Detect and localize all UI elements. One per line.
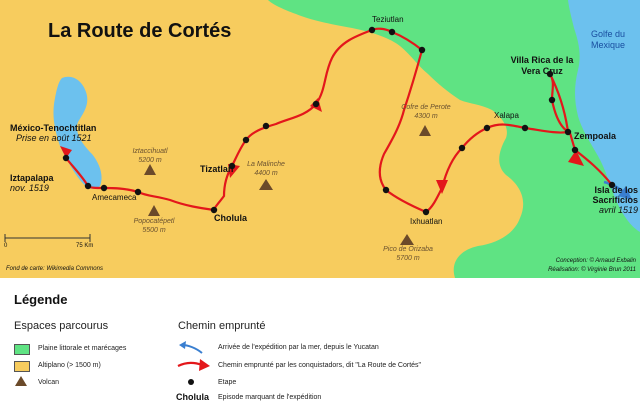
legend-arrival-arrow-icon xyxy=(179,341,203,354)
label-popocatepetl-alt: 5500 m xyxy=(142,227,166,234)
label-perote: Cofre de Perote xyxy=(401,104,451,111)
label-orizaba: Pico de Orizaba xyxy=(383,246,433,253)
sea-area xyxy=(568,0,640,232)
stage-dot xyxy=(458,144,466,152)
label-popocatepetl: Popocatépetl xyxy=(133,218,175,225)
scale-label-end: 75 Km xyxy=(76,243,94,249)
label-villa-rica: Villa Rica de la xyxy=(510,55,574,65)
stage-dot xyxy=(483,124,491,132)
stage-dot xyxy=(422,208,430,216)
label-cholula: Cholula xyxy=(214,213,247,223)
legend: Légende Espaces parcourus Plaine littora… xyxy=(0,282,640,413)
stage-dot xyxy=(210,206,218,214)
route-arrow-head-5 xyxy=(60,146,72,158)
realisation-credit: Réalisation: © Virginie Brun 2011 xyxy=(548,267,636,273)
label-villa-rica-2: Vera Cruz xyxy=(521,66,563,76)
stage-dot xyxy=(228,162,236,170)
label-iztapalapa-note: nov. 1519 xyxy=(10,183,49,193)
legend-stage-dot xyxy=(188,379,194,385)
stage-dot xyxy=(242,136,250,144)
stage-dot xyxy=(521,124,529,132)
stage-dot xyxy=(262,122,270,130)
stage-dot xyxy=(548,96,556,104)
arrival-arrow-head xyxy=(618,186,632,200)
route-map xyxy=(0,0,640,278)
volcano-popocatepetl xyxy=(148,205,160,216)
legend-key-example: Cholula xyxy=(176,392,209,402)
label-perote-alt: 4300 m xyxy=(414,113,438,120)
stage-dot xyxy=(368,26,376,34)
stage-dot xyxy=(382,186,390,194)
label-tenochtitlan: México-Tenochtitlan xyxy=(10,123,97,133)
basemap-credit: Fond de carte: Wikimedia Commons xyxy=(6,266,103,272)
label-sea-1: Golfe du xyxy=(590,29,626,39)
stage-dot xyxy=(312,100,320,108)
label-malinche: La Malinche xyxy=(247,161,285,168)
route-arrow-head-2 xyxy=(436,180,448,194)
legend-item-key: Episode marquant de l'expédition xyxy=(218,394,322,401)
stage-dot xyxy=(84,182,92,190)
label-xalapa: Xalapa xyxy=(494,111,519,120)
label-iztaccihuatl-alt: 5200 m xyxy=(138,157,162,164)
label-iztaccihuatl: Iztaccihuatl xyxy=(132,148,168,155)
label-iztapalapa: Iztapalapa xyxy=(10,173,54,183)
label-sacrificios-2: Sacrificios xyxy=(592,195,638,205)
map-panel: La Route de Cortés México-Tenochtitlan P… xyxy=(0,0,640,278)
legend-item-volcano: Volcan xyxy=(38,379,60,386)
legend-item-altiplano: Altiplano (> 1500 m) xyxy=(38,362,101,369)
legend-volcano-icon xyxy=(15,376,27,386)
label-malinche-alt: 4400 m xyxy=(254,170,278,177)
stage-dot xyxy=(62,154,70,162)
label-teziutlan: Teziutlan xyxy=(372,15,404,24)
legend-item-coastal: Plaine littorale et marécages xyxy=(38,345,127,352)
stage-dot xyxy=(134,188,142,196)
label-sea-2: Mexique xyxy=(590,40,626,50)
legend-item-route: Chemin emprunté par les conquistadors, d… xyxy=(218,362,422,369)
legend-item-arrival: Arrivée de l'expédition par la mer, depu… xyxy=(218,344,379,351)
spaces-column-title: Espaces parcourus xyxy=(14,320,109,332)
stage-dot xyxy=(608,181,616,189)
label-tizatlan: Tizatlan xyxy=(200,164,234,174)
volcano-orizaba xyxy=(400,234,414,245)
volcano-malinche xyxy=(259,179,273,190)
label-ixhuatlan: Ixhuatlan xyxy=(410,217,443,226)
route-arrow-head-1 xyxy=(568,150,584,166)
scale-label-start: 0 xyxy=(4,243,8,249)
cortes-route xyxy=(65,27,613,214)
swatch-coastal-plain xyxy=(14,344,30,355)
conception-credit: Conception: © Arnaud Exbalin xyxy=(555,258,636,264)
label-sacrificios-note: avril 1519 xyxy=(598,205,638,215)
lake xyxy=(53,76,102,189)
label-zempoala: Zempoala xyxy=(574,131,617,141)
stage-dot xyxy=(564,128,572,136)
label-sacrificios: Isla de los xyxy=(594,185,638,195)
stage-dot xyxy=(388,28,396,36)
label-orizaba-alt: 5700 m xyxy=(396,255,420,262)
label-tenochtitlan-note: Prise en août 1521 xyxy=(16,133,92,143)
legend-route-arrow-icon xyxy=(177,359,210,371)
legend-item-stage: Etape xyxy=(218,379,237,386)
stage-dot xyxy=(571,146,579,154)
label-amecameca: Amecameca xyxy=(92,193,137,202)
stage-dot xyxy=(100,184,108,192)
volcano-iztaccihuatl xyxy=(144,164,156,175)
stage-dot xyxy=(546,70,554,78)
stage-dots xyxy=(62,26,616,216)
legend-title: Légende xyxy=(14,292,68,307)
volcano-perote xyxy=(419,125,431,136)
route-column-title: Chemin emprunté xyxy=(178,320,266,332)
stage-dot xyxy=(418,46,426,54)
map-title: La Route de Cortés xyxy=(48,20,232,42)
swatch-altiplano xyxy=(14,361,30,372)
coastal-plain-area xyxy=(268,0,640,278)
